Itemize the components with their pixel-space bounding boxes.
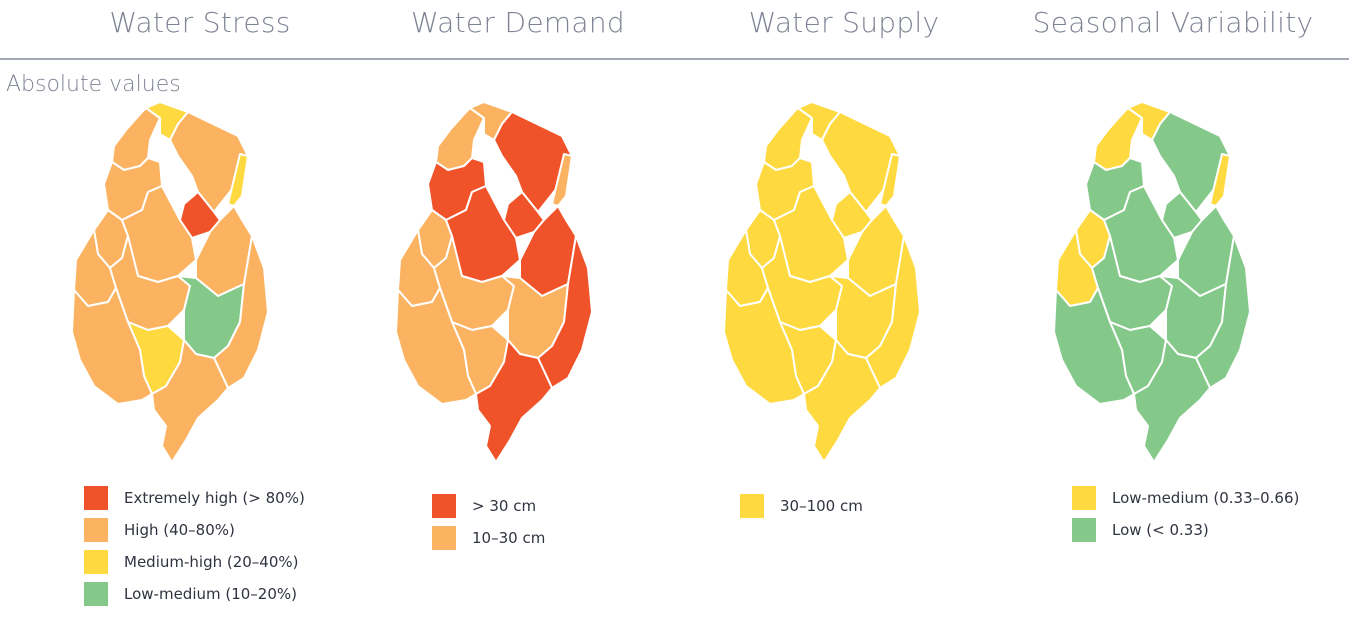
legend-label: Low-medium (10–20%) [124,585,297,603]
header: Water Stress Water Demand Water Supply S… [0,0,1349,58]
title-water-demand: Water Demand [410,6,625,39]
legend-label: 10–30 cm [472,529,546,547]
swatch-low [1072,518,1096,542]
county-region-r15 [395,287,477,405]
county-region-r16 [803,339,881,463]
legend-item: 30–100 cm [740,490,863,522]
swatch-medium-high [84,550,108,574]
header-divider [0,58,1349,60]
county-region-r16 [475,339,553,463]
swatch-low-medium [84,582,108,606]
legend-water-stress: Extremely high (> 80%) High (40–80%) Med… [84,482,305,610]
nj-map-svg [71,101,269,463]
swatch-high [84,518,108,542]
nj-map-svg [723,101,921,463]
county-region-r14 [213,235,269,389]
county-region-r04 [879,153,901,207]
legend-item: Low (< 0.33) [1072,514,1299,546]
county-region-r15 [1053,287,1135,405]
legend-seasonal-variability: Low-medium (0.33–0.66) Low (< 0.33) [1072,482,1299,546]
county-region-r04 [1209,153,1231,207]
title-water-supply: Water Supply [748,6,940,39]
legend-label: Extremely high (> 80%) [124,489,305,507]
county-region-r04 [551,153,573,207]
county-region-r14 [865,235,921,389]
legend-item: 10–30 cm [432,522,545,554]
swatch-low-medium [1072,486,1096,510]
county-region-r15 [723,287,805,405]
county-region-r15 [71,287,153,405]
county-region-r16 [1133,339,1211,463]
swatch-30-100cm [740,494,764,518]
county-region-r06 [179,191,221,239]
nj-map-svg [1053,101,1251,463]
legend-label: 30–100 cm [780,497,863,515]
map-water-demand [392,100,622,470]
legend-label: Medium-high (20–40%) [124,553,299,571]
legend-item: > 30 cm [432,490,545,522]
legend-item: Low-medium (10–20%) [84,578,305,610]
legend-item: Medium-high (20–40%) [84,546,305,578]
swatch-over-30cm [432,494,456,518]
county-region-r04 [227,153,249,207]
county-region-r16 [151,339,229,463]
title-water-stress: Water Stress [109,6,291,39]
map-water-stress [68,100,298,470]
legend-label: > 30 cm [472,497,537,515]
county-region-r06 [1161,191,1203,239]
legend-label: High (40–80%) [124,521,235,539]
county-region-r14 [537,235,593,389]
legend-item: Low-medium (0.33–0.66) [1072,482,1299,514]
legend-item: Extremely high (> 80%) [84,482,305,514]
nj-map-svg [395,101,593,463]
legend-water-supply: 30–100 cm [740,482,863,522]
title-seasonal-variability: Seasonal Variability [1032,6,1314,39]
county-region-r06 [503,191,545,239]
swatch-10-30cm [432,526,456,550]
swatch-extremely-high [84,486,108,510]
subtitle: Absolute values [6,72,181,97]
county-region-r06 [831,191,873,239]
legend-label: Low (< 0.33) [1112,521,1209,539]
legend-label: Low-medium (0.33–0.66) [1112,489,1300,507]
legend-item: High (40–80%) [84,514,305,546]
county-region-r14 [1195,235,1251,389]
map-seasonal-variability [1050,100,1280,470]
map-water-supply [720,100,950,470]
legend-water-demand: > 30 cm 10–30 cm [432,482,545,554]
